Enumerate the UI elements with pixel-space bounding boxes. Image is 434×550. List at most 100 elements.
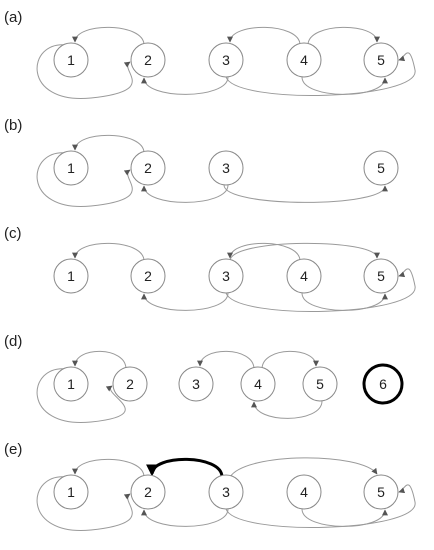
edge-3-to-5 [229,242,380,262]
node-label: 6 [379,376,387,392]
node-circle [302,366,338,402]
node-3: 3 [208,42,244,78]
node-circle [286,258,322,294]
panel-label: (c) [4,225,22,242]
node-5: 5 [363,474,399,510]
node-circle [130,150,166,186]
nodes: 1 2 3 4 5 [53,258,399,294]
node-2: 2 [130,42,166,78]
panel-label: (b) [4,117,22,134]
node-circle [208,474,244,510]
node-label: 2 [144,268,152,284]
panel-label: (e) [4,441,22,458]
node-5: 5 [363,42,399,78]
node-label: 1 [67,268,75,284]
node-4: 4 [286,474,322,510]
edge-4-to-3 [227,26,301,46]
node-circle [363,258,399,294]
edge-1-to-2 [36,44,133,99]
node-label: 3 [222,484,230,500]
edge-2-to-1 [72,458,145,478]
node-label: 4 [300,484,308,500]
node-label: 4 [254,376,262,392]
panel-c: (c) 1 2 3 4 5 [4,225,416,312]
edge-1-to-2 [36,152,133,207]
node-2: 2 [130,474,166,510]
edges [72,242,416,312]
node-1: 1 [53,474,89,510]
edge-2-to-1 [72,26,145,46]
node-label: 5 [377,484,385,500]
node-circle [53,150,89,186]
node-circle [240,366,276,402]
edge-4-to-3 [197,350,255,370]
panel-label: (a) [4,9,22,26]
edge-3-to-5 [225,268,416,312]
node-label: 5 [377,52,385,68]
edge-1-to-2 [36,368,126,423]
node-4: 4 [286,42,322,78]
node-1: 1 [53,150,89,186]
node-label: 4 [300,52,308,68]
node-circle [130,258,166,294]
edge-2-to-1 [72,242,145,262]
node-circle [208,150,244,186]
edge-5-to-4 [251,400,323,419]
node-4: 4 [240,366,276,402]
edge-3-to-2 [141,184,229,203]
edges [36,26,416,99]
edge-4-to-5 [261,350,319,370]
node-circle [362,363,404,405]
node-4: 4 [286,258,322,294]
edge-2-to-1 [72,350,127,370]
node-1: 1 [53,258,89,294]
node-5: 5 [363,258,399,294]
node-label: 2 [126,376,134,392]
node-6: 6 [362,363,404,405]
edge-3-to-5 [229,457,378,478]
node-label: 4 [300,268,308,284]
node-5: 5 [363,150,399,186]
node-label: 1 [67,160,75,176]
node-circle [178,366,214,402]
edge-3-to-5 [225,484,416,528]
panel-label: (d) [4,333,22,350]
node-label: 1 [67,484,75,500]
edge-4-to-5 [301,508,388,527]
node-circle [53,474,89,510]
node-label: 2 [144,160,152,176]
node-3: 3 [208,258,244,294]
node-label: 3 [222,268,230,284]
node-label: 1 [67,52,75,68]
node-5: 5 [302,366,338,402]
node-label: 2 [144,484,152,500]
node-label: 3 [222,160,230,176]
node-circle [363,150,399,186]
edge-3-to-2 [141,292,229,311]
panel-a: (a) 1 2 3 4 5 [4,9,416,99]
node-2: 2 [130,258,166,294]
nodes: 1 2 3 5 [53,150,399,186]
node-3: 3 [208,474,244,510]
node-circle [130,42,166,78]
node-label: 3 [192,376,200,392]
edge-3-to-2 [141,76,229,95]
edge-2-to-1 [72,134,145,154]
edge-3-to-5 [223,184,388,203]
node-label: 3 [222,52,230,68]
edge-3-to-2 [141,508,229,527]
edges [36,457,416,531]
node-circle [286,42,322,78]
edge-3-to-2 [146,457,224,478]
node-circle [53,258,89,294]
node-circle [363,42,399,78]
edges [36,350,323,423]
node-circle [53,42,89,78]
node-circle [208,42,244,78]
edge-4-to-3 [227,242,301,262]
node-label: 5 [377,160,385,176]
nodes: 1 2 3 4 5 [53,474,399,510]
